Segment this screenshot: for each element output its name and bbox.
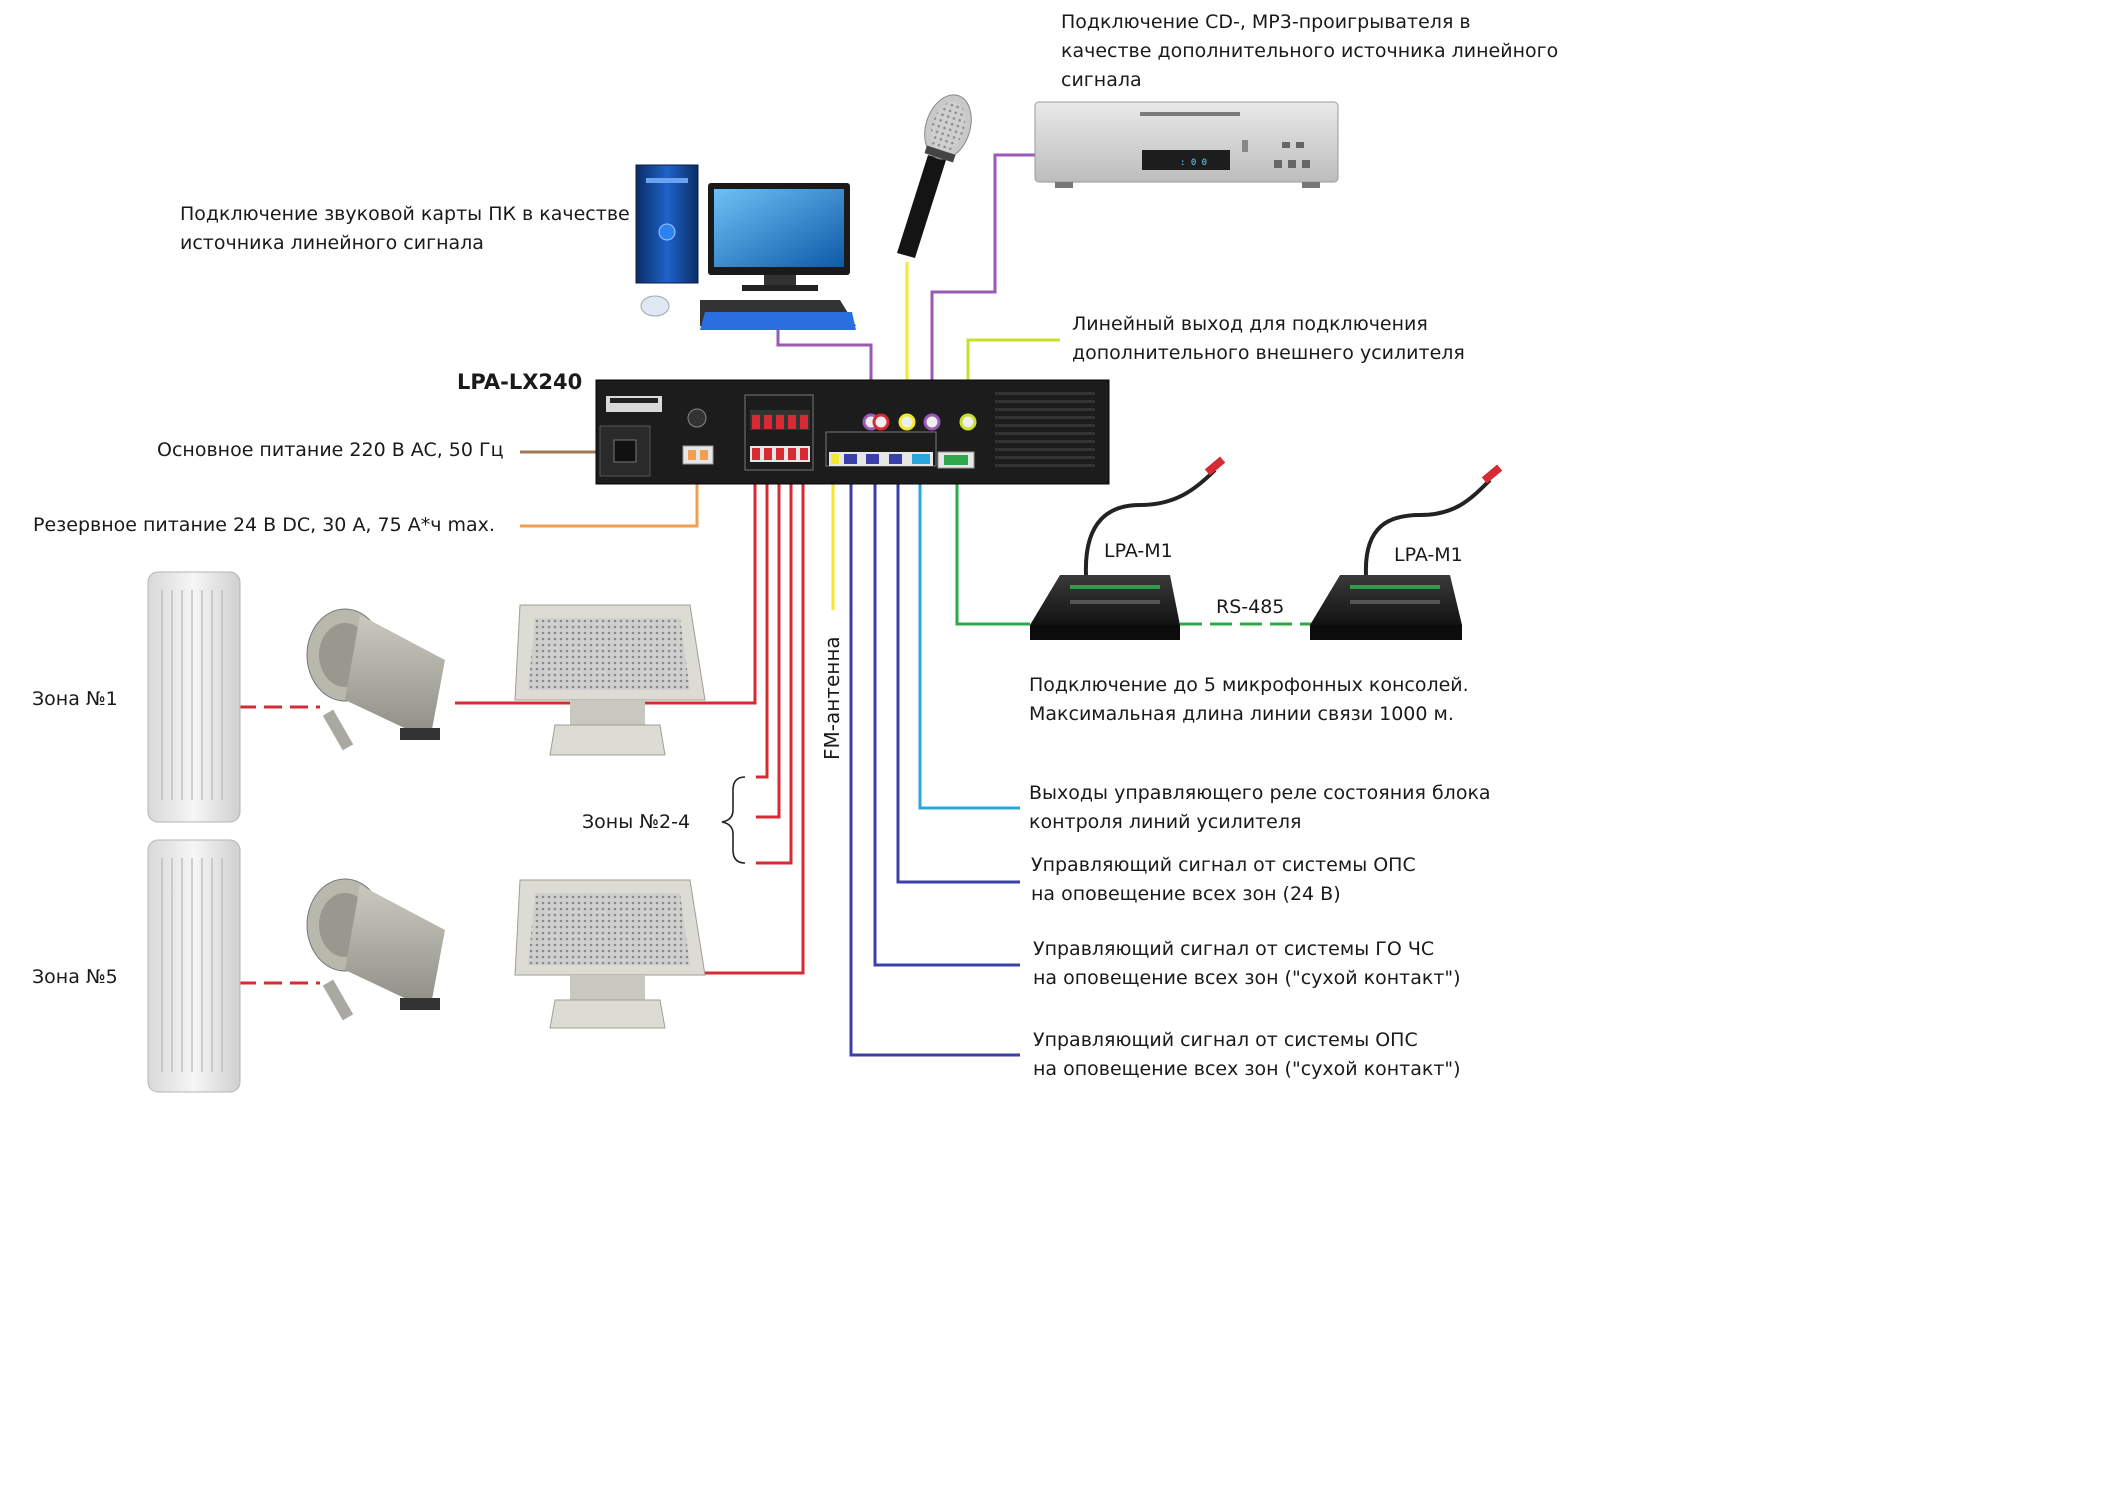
wire-cd-purple [930, 153, 1035, 418]
wire-zone3 [756, 460, 781, 819]
cd-player: : 0 0 [1034, 101, 1339, 188]
wide-horn-zone1 [514, 604, 706, 756]
zones-brace [721, 776, 746, 864]
wide-horn-zone5 [514, 879, 706, 1029]
wiring-diagram: : 0 0 [147, 94, 1503, 1093]
label-fm-antenna: FM-антенна [820, 636, 844, 760]
label-zone1: Зона №1 [32, 688, 118, 710]
microphone [897, 94, 972, 258]
label-line-out: Линейный выход для подключения дополните… [1072, 313, 1465, 364]
label-ops-24v: Управляющий сигнал от системы ОПС на опо… [1031, 854, 1416, 905]
mic-console-2 [1310, 464, 1503, 640]
wire-relay [918, 462, 1020, 810]
label-zone5: Зона №5 [32, 966, 118, 988]
wires [238, 153, 1315, 1057]
label-backup-power: Резервное питание 24 В DC, 30 А, 75 А*ч … [33, 514, 495, 536]
horn-loudspeaker-zone1 [306, 608, 445, 751]
wire-zone5 [680, 460, 805, 975]
horn-loudspeaker-zone5 [306, 878, 445, 1021]
wire-remote [955, 462, 1030, 626]
column-speaker-zone5 [147, 839, 241, 1093]
label-gochs-dry: Управляющий сигнал от системы ГО ЧС на о… [1033, 938, 1461, 989]
label-zones2-4: Зоны №2-4 [582, 811, 691, 833]
wire-zone1 [455, 460, 757, 705]
pc-workstation [635, 164, 856, 330]
label-relay-outputs: Выходы управляющего реле состояния блока… [1029, 782, 1491, 833]
mic-console-1 [1030, 456, 1226, 640]
label-consoles-note: Подключение до 5 микрофонных консолей. М… [1029, 674, 1469, 725]
svg-text:: 0 0: : 0 0 [1180, 158, 1207, 168]
amplifier-vent [995, 392, 1095, 467]
amplifier-lpa-lx240 [595, 379, 1110, 485]
label-console-b: LPA-M1 [1394, 544, 1463, 566]
wire-zone4 [756, 460, 793, 865]
wire-ops-dry [849, 462, 1020, 1057]
label-main-power: Основное питание 220 В AC, 50 Гц [157, 439, 504, 461]
wire-zone2 [756, 460, 769, 779]
label-cd-player: Подключение CD-, MP3-проигрывателя в кач… [1061, 11, 1559, 91]
wire-ops-24v [896, 462, 1020, 884]
label-ops-dry: Управляющий сигнал от системы ОПС на опо… [1033, 1029, 1461, 1080]
label-console-a: LPA-M1 [1104, 540, 1173, 562]
label-pc: Подключение звуковой карты ПК в качестве… [180, 203, 630, 254]
label-rs485: RS-485 [1216, 596, 1285, 618]
amplifier-title: LPA-LX240 [457, 370, 583, 394]
wire-gochs [873, 462, 1020, 967]
column-speaker-zone1 [147, 571, 241, 823]
